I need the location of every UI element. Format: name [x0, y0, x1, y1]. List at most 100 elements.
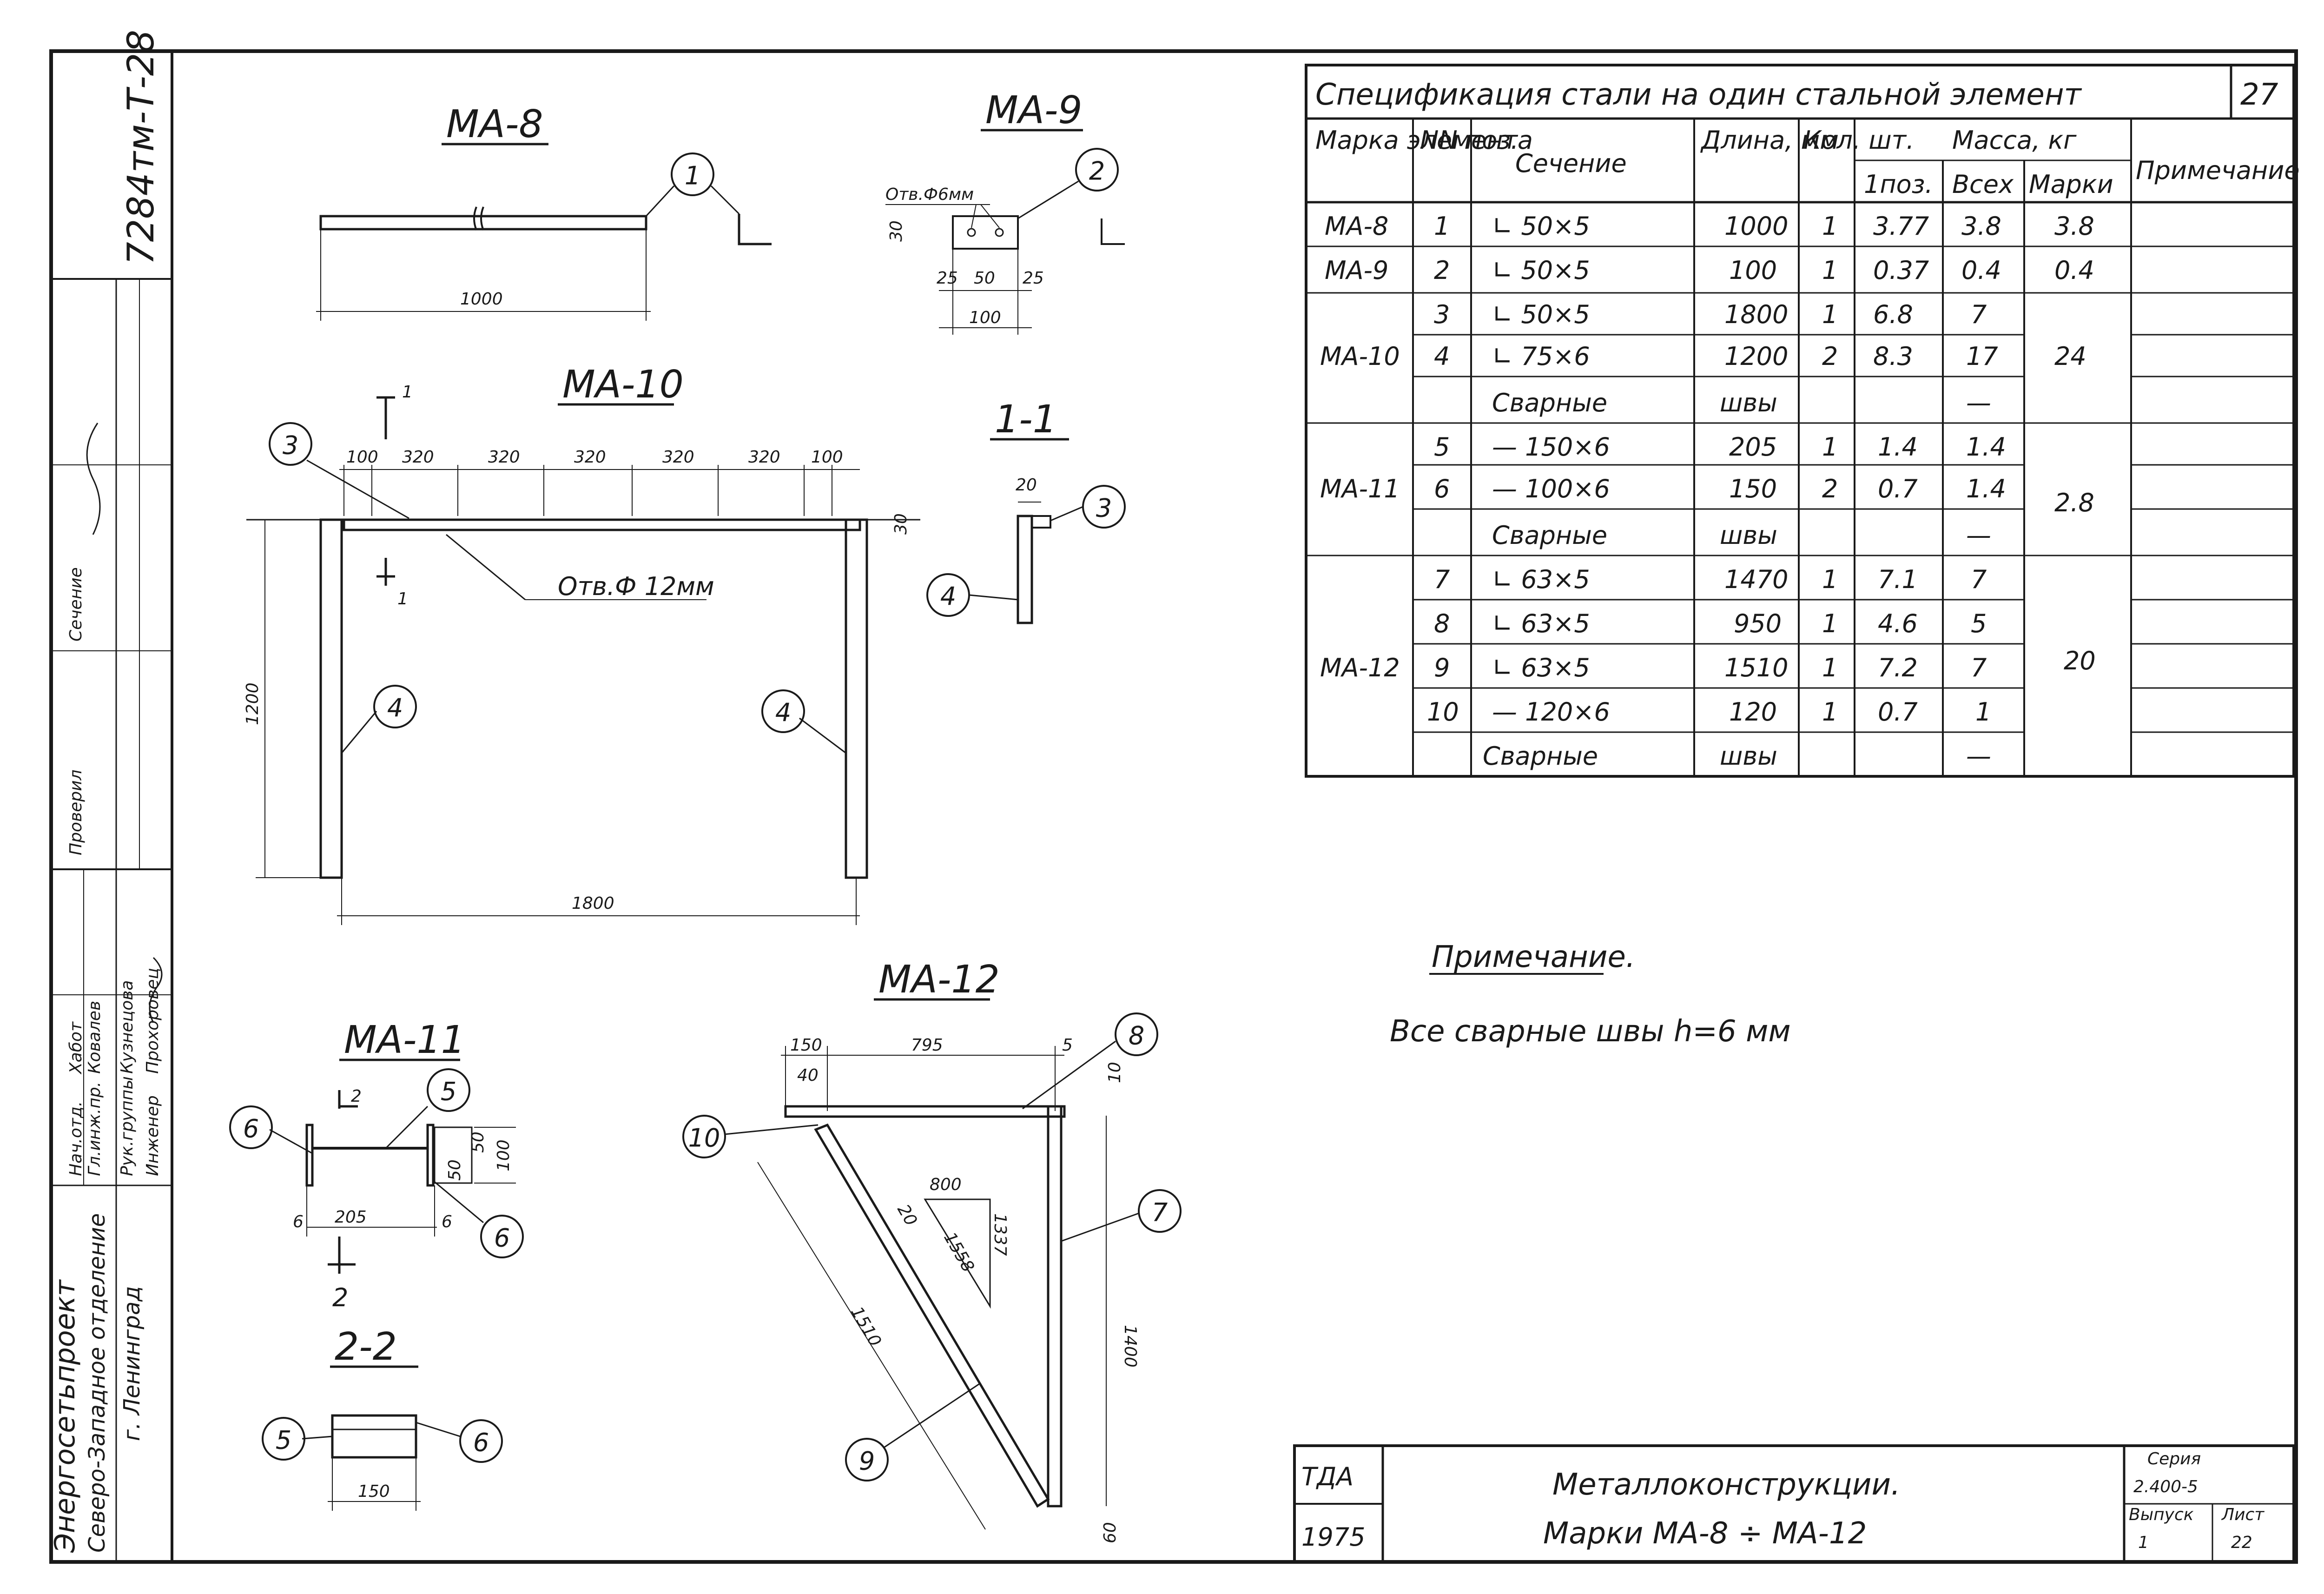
stamp-sheet-value: 22	[2231, 1533, 2252, 1552]
row-qty: 1	[1822, 256, 1838, 285]
ma12-bubble-10	[682, 1115, 726, 1158]
sec22-bubble-5	[262, 1417, 305, 1461]
staff-col-1: Проверил	[66, 769, 86, 855]
table-row: Сварные швы —	[1492, 521, 1991, 550]
drawing-ma10: МА-10 1 1 100 320 320 320 320 320 100 30	[243, 363, 920, 925]
row-pos: 3	[1434, 300, 1450, 329]
row-qty: 1	[1822, 212, 1838, 241]
row-section: ∟ 63×5	[1492, 565, 1590, 594]
table-row: 10 — 120×6 120 1 0.7 1	[1427, 697, 1991, 727]
ma11-title: МА-11	[344, 1018, 465, 1062]
sec11-title: 1-1	[995, 397, 1057, 442]
ma11-dim-6b: 6	[442, 1212, 452, 1231]
row-mass-1: 1.4	[1878, 432, 1918, 462]
row-mass-all: 7	[1971, 300, 1987, 329]
ma11-bubble-6b	[480, 1215, 524, 1258]
ma10-bubble-3-label: 3	[283, 431, 298, 460]
note-text: Все сварные швы h=6 мм	[1390, 1014, 1791, 1049]
table-row: 8 ∟ 63×5 950 1 4.6 5	[1434, 609, 1987, 638]
ma11-dim-6a: 6	[293, 1212, 304, 1231]
ma11-dim-50b: 50	[469, 1131, 488, 1153]
sec22-title: 2-2	[335, 1325, 397, 1369]
ma10-dim-1800: 1800	[572, 894, 614, 913]
sec11-bubble-4	[926, 573, 970, 617]
ma9-dim-100: 100	[969, 308, 1001, 327]
sec11-dim-20: 20	[1016, 476, 1037, 495]
row-mass-all: 17	[1966, 342, 1998, 371]
ma8-bubble	[671, 152, 714, 196]
note-block: Примечание. Все сварные швы h=6 мм	[1390, 940, 1791, 1049]
ma10-dim-30: 30	[891, 513, 911, 535]
drawing-ma11: МА-11 2 2 50 50 100 205 6 6 5 6 6	[229, 1018, 524, 1312]
row-section: — 120×6	[1492, 697, 1610, 727]
table-row: Сварные швы —	[1492, 388, 1991, 417]
ma8-angle	[319, 215, 647, 231]
row-length: 1510	[1724, 653, 1788, 682]
signature	[86, 423, 101, 535]
row-pos: 8	[1434, 609, 1450, 638]
drawing-section-2-2: 2-2 150 5 6	[262, 1325, 503, 1511]
left-title-strip: 7284тм-Т-28 Энергосетьпроект Северо-Запа…	[49, 30, 172, 1562]
sec11-bubble-3	[1082, 485, 1126, 529]
ma10-dim-100b: 100	[811, 448, 843, 467]
ma10-dim-1200: 1200	[243, 682, 262, 725]
ma12-dim-800: 800	[930, 1175, 962, 1194]
ma10-hole-note: Отв.Ф 12мм	[558, 572, 714, 601]
spec-header-mass-mark: Марки	[2029, 170, 2113, 199]
table-row: 3 ∟ 50×5 1800 1 6.8 7	[1434, 300, 1987, 329]
signature	[149, 957, 163, 1023]
stamp-sheet-label: Лист	[2221, 1505, 2265, 1524]
ma11-bubble-6a-label: 6	[243, 1114, 259, 1144]
ma12-bubble-10-label: 10	[688, 1124, 720, 1153]
row-mass-mark: 20	[2064, 646, 2096, 675]
ma12-bubble-9	[845, 1438, 889, 1482]
row-mark: МА-8	[1325, 212, 1388, 241]
sec11-bubble-4-label: 4	[940, 582, 956, 611]
table-row: МА-12 9 ∟ 63×5 1510 1 7.2 7 20	[1320, 646, 2096, 682]
ma12-bubble-9-label: 9	[859, 1447, 875, 1476]
table-row: 7 ∟ 63×5 1470 1 7.1 7	[1434, 565, 1987, 594]
ma10-top-angle	[343, 518, 861, 531]
ma8-bubble-label: 1	[685, 161, 700, 191]
ma9-dim-25a: 25	[937, 269, 958, 288]
row-mass-1: 7.2	[1878, 653, 1918, 682]
row-section: — 100×6	[1492, 474, 1610, 503]
table-row: МА-11 6 — 100×6 150 2 0.7 1.4 2.8	[1320, 474, 2094, 517]
ma9-bubble	[1075, 148, 1119, 192]
row-qty: 1	[1822, 300, 1838, 329]
spec-title: Спецификация стали на один стальной элем…	[1315, 78, 2082, 112]
ma12-dim-5: 5	[1062, 1036, 1073, 1055]
stamp-title-1: Металлоконструкции.	[1552, 1468, 1900, 1502]
row-mass-mark: 2.8	[2054, 488, 2094, 517]
row-section: ∟ 63×5	[1492, 653, 1590, 682]
row-mass-1: 0.7	[1878, 474, 1918, 503]
row-pos: 10	[1427, 697, 1459, 727]
row-section: ∟ 50×5	[1492, 256, 1590, 285]
row-pos: 7	[1434, 565, 1450, 594]
row-qty: 1	[1822, 565, 1838, 594]
ma11-bubble-6b-label: 6	[494, 1224, 510, 1253]
ma12-dim-40: 40	[797, 1066, 819, 1085]
staff-role-3: Рук.группы	[118, 1076, 137, 1176]
ma11-bubble-5	[427, 1068, 470, 1112]
staff-name-2: Ковалев	[85, 1001, 104, 1074]
drawing-ma12: МА-12 150 795 5 40 10 1510 1400 800 1337…	[682, 958, 1182, 1543]
ma12-dim-1337: 1337	[990, 1213, 1010, 1256]
row-length: швы	[1720, 521, 1777, 550]
ma12-dim-1558: 1558	[940, 1229, 977, 1276]
ma12-dim-1510: 1510	[847, 1303, 885, 1350]
staff-role-2: Гл.инж.пр.	[85, 1082, 104, 1176]
ma10-left-leg	[319, 518, 343, 879]
row-mass-all: 1	[1975, 697, 1991, 727]
stamp-title-2: Марки МА-8 ÷ МА-12	[1543, 1516, 1867, 1551]
stamp-series-label: Серия	[2147, 1449, 2201, 1468]
drawing-ma9: МА-9 Отв.Ф6мм 30 25 50 25 100 2	[885, 88, 1125, 335]
row-qty: 1	[1822, 432, 1838, 462]
spec-table: Спецификация стали на один стальной элем…	[1305, 64, 2300, 778]
row-length: швы	[1720, 741, 1777, 771]
row-section: ∟ 75×6	[1492, 342, 1590, 371]
row-mass-all: —	[1966, 521, 1991, 550]
table-row: МА-9 2 ∟ 50×5 100 1 0.37 0.4 0.4	[1325, 256, 2094, 285]
stamp-year: 1975	[1301, 1522, 1365, 1552]
